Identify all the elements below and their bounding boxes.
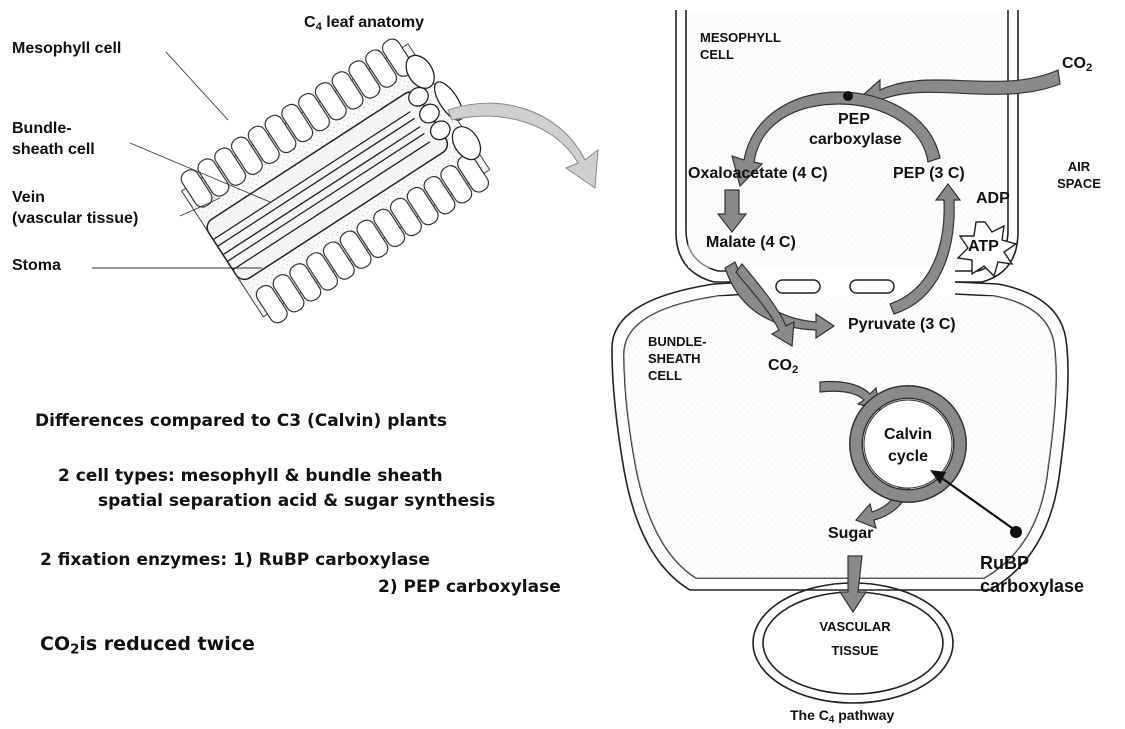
label-stoma: Stoma (12, 257, 61, 275)
label-malate: Malate (4 C) (706, 234, 796, 252)
notes-co2-reduced-twice: CO2is reduced twice (40, 633, 255, 657)
leaf-block (174, 26, 507, 329)
notes-heading: Differences compared to C3 (Calvin) plan… (35, 411, 447, 431)
notes-fixation-enzymes: 2 fixation enzymes: 1) RuBP carboxylase (40, 550, 430, 570)
notes-pep-carboxylase: 2) PEP carboxylase (378, 577, 561, 597)
label-atp: ATP (968, 238, 999, 256)
label-co2-entry: CO2 (1062, 55, 1092, 74)
pep-carboxylase-dot (843, 91, 853, 101)
label-sugar: Sugar (828, 525, 873, 543)
label-vein: Vein (vascular tissue) (12, 187, 138, 229)
pathway-caption: The C4 pathway (790, 707, 894, 725)
notes-spatial-separation: spatial separation acid & sugar synthesi… (98, 491, 495, 511)
label-oxaloacetate: Oxaloacetate (4 C) (688, 165, 828, 183)
label-adp: ADP (976, 190, 1010, 208)
label-pyruvate: Pyruvate (3 C) (848, 316, 956, 334)
label-pep: PEP (3 C) (893, 165, 965, 183)
notes-cell-types: 2 cell types: mesophyll & bundle sheath (58, 466, 443, 486)
label-co2-bundle-sheath: CO2 (768, 357, 798, 376)
leader-mesophyll (166, 52, 228, 120)
plasmodesmata (776, 280, 894, 293)
label-bundle-sheath-cell: Bundle- sheath cell (12, 118, 95, 160)
label-mesophyll-cell: Mesophyll cell (12, 40, 121, 58)
